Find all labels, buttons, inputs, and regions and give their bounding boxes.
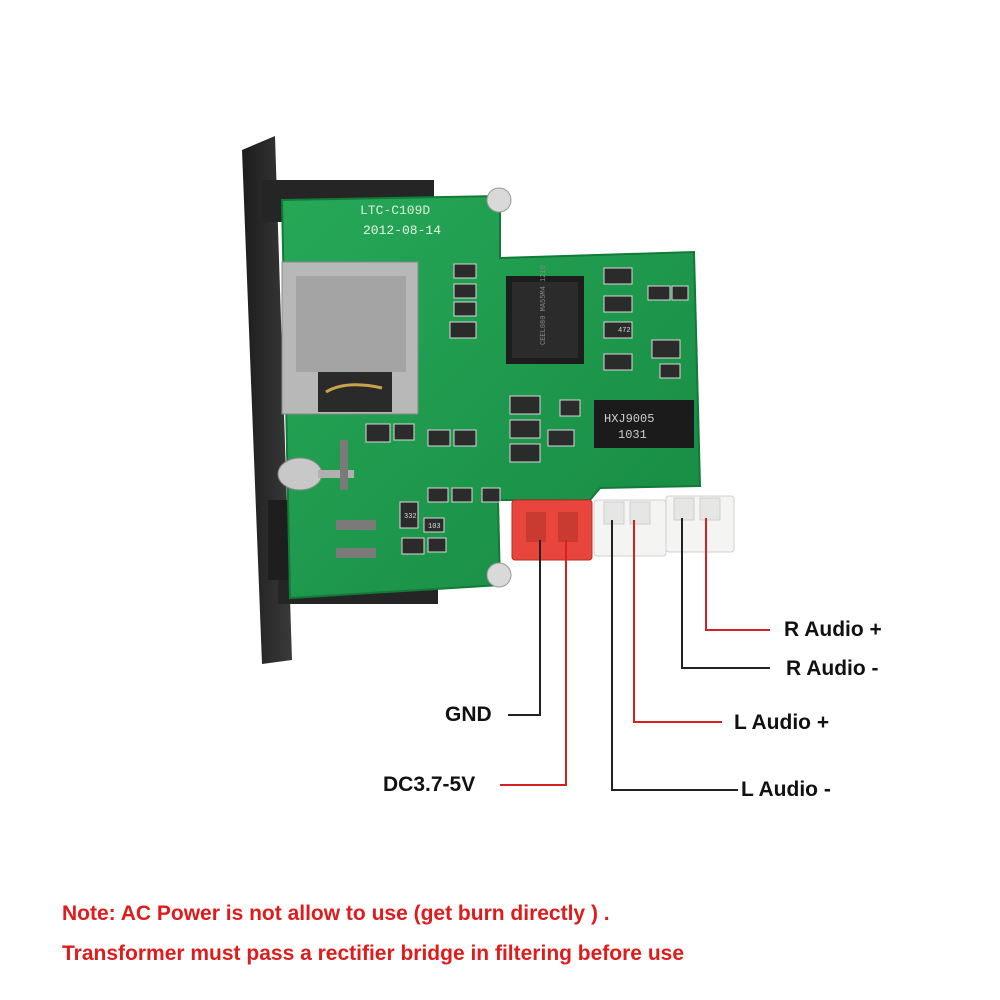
main-chip: CEEL080 MA55M4 1219 [506,265,584,364]
wire-r-audio-plus [705,518,770,631]
wire-r-audio-minus [681,518,770,669]
wire-gnd [508,540,541,716]
label-dc: DC3.7-5V [383,773,476,796]
wire-l-audio-plus [633,520,722,723]
label-r-audio-minus: R Audio - [786,657,879,680]
audio-connector-right [665,495,735,553]
svg-text:HXJ9005: HXJ9005 [604,412,654,426]
svg-text:1031: 1031 [618,428,647,442]
amp-chip: HXJ9005 1031 [594,400,694,448]
note-line-1: Note: AC Power is not allow to use (get … [62,902,610,925]
mount-screw-bottom [486,562,512,588]
svg-text:332: 332 [404,513,417,521]
wire-l-audio-minus [611,520,738,791]
svg-text:472: 472 [618,327,631,335]
pcb-model-text: LTC-C109D [360,203,430,218]
svg-text:103: 103 [428,523,441,531]
label-r-audio-plus: R Audio + [784,618,882,641]
smd-components [365,263,689,555]
pcb-date-text: 2012-08-14 [363,223,441,238]
power-jack [336,440,376,558]
mount-screw-top [486,187,512,213]
note-line-2: Transformer must pass a rectifier bridge… [62,942,685,965]
power-connector-red [511,499,593,561]
label-gnd: GND [445,703,492,726]
wire-dc [500,540,567,786]
ir-receiver [277,457,354,491]
audio-connector-left [593,499,667,557]
sd-card-slot [281,261,419,415]
svg-text:CEEL080 MA55M4 1219: CEEL080 MA55M4 1219 [540,265,548,345]
label-l-audio-plus: L Audio + [734,711,830,734]
label-l-audio-minus: L Audio - [741,778,831,801]
